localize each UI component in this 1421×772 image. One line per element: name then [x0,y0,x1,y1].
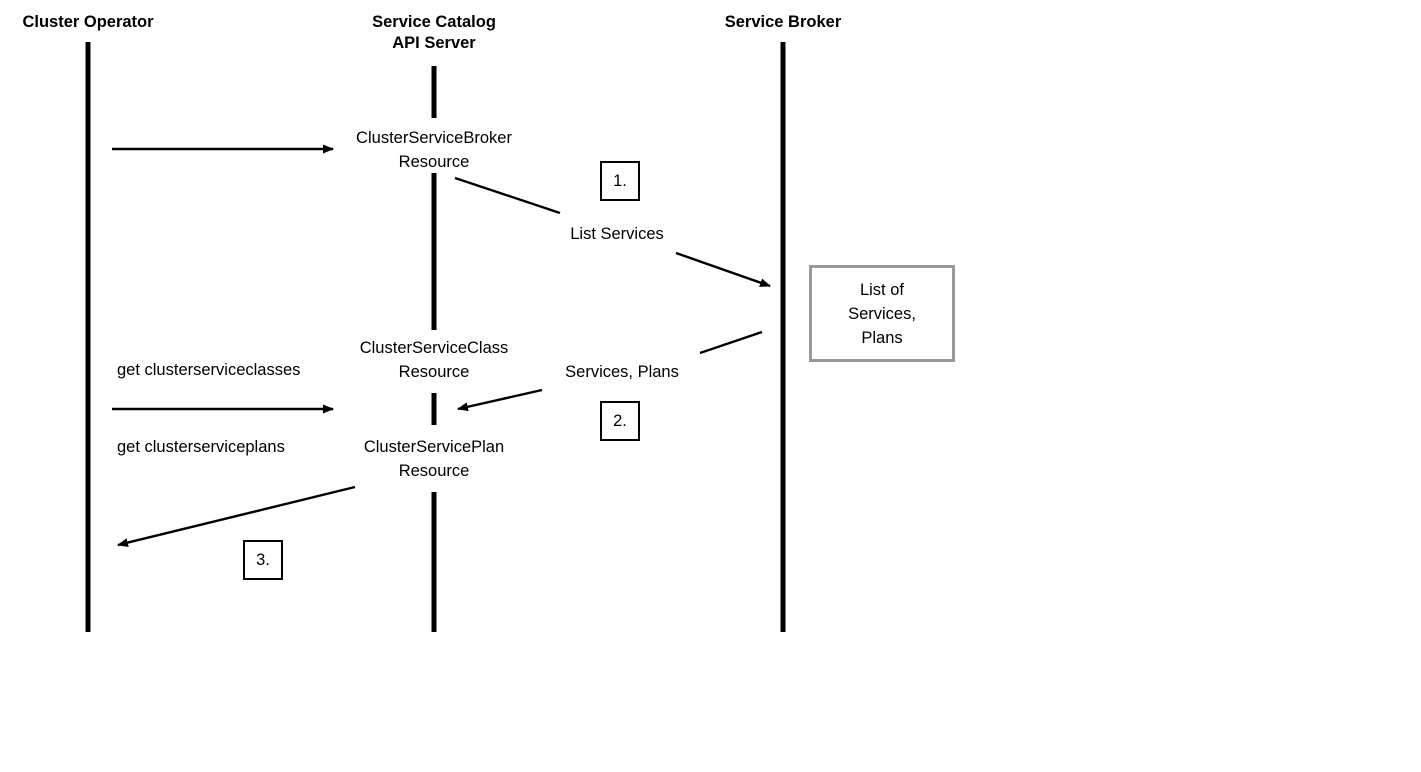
arrow-services-plans-part2 [457,388,543,412]
actor-header-service-broker: Service Broker [724,13,842,31]
label-clusterserviceclass-resource: ClusterServiceClass Resource [359,339,509,381]
label-list-services: List Services [570,225,664,243]
label-get-clusterserviceplans: get clusterserviceplans [117,438,285,456]
arrow-return-to-operator [117,485,356,547]
note-list-of-services-plans: List of Services, Plans [809,265,955,362]
arrow-list-services-part2 [675,251,771,288]
label-get-clusterserviceclasses: get clusterserviceclasses [117,361,301,379]
label-services-plans: Services, Plans [565,363,679,381]
arrow-services-plans-part1 [699,330,763,355]
step-box-2: 2. [600,401,640,441]
actor-header-cluster-operator: Cluster Operator [22,13,154,31]
arrow-list-services-part1 [454,176,561,215]
label-clusterserviceplan-resource: ClusterServicePlan Resource [363,438,505,480]
label-clusterservicebroker-resource: ClusterServiceBroker Resource [356,129,512,171]
step-box-3: 3. [243,540,283,580]
step-box-1: 1. [600,161,640,201]
actor-header-service-catalog-api-server: Service Catalog API Server [372,13,496,52]
